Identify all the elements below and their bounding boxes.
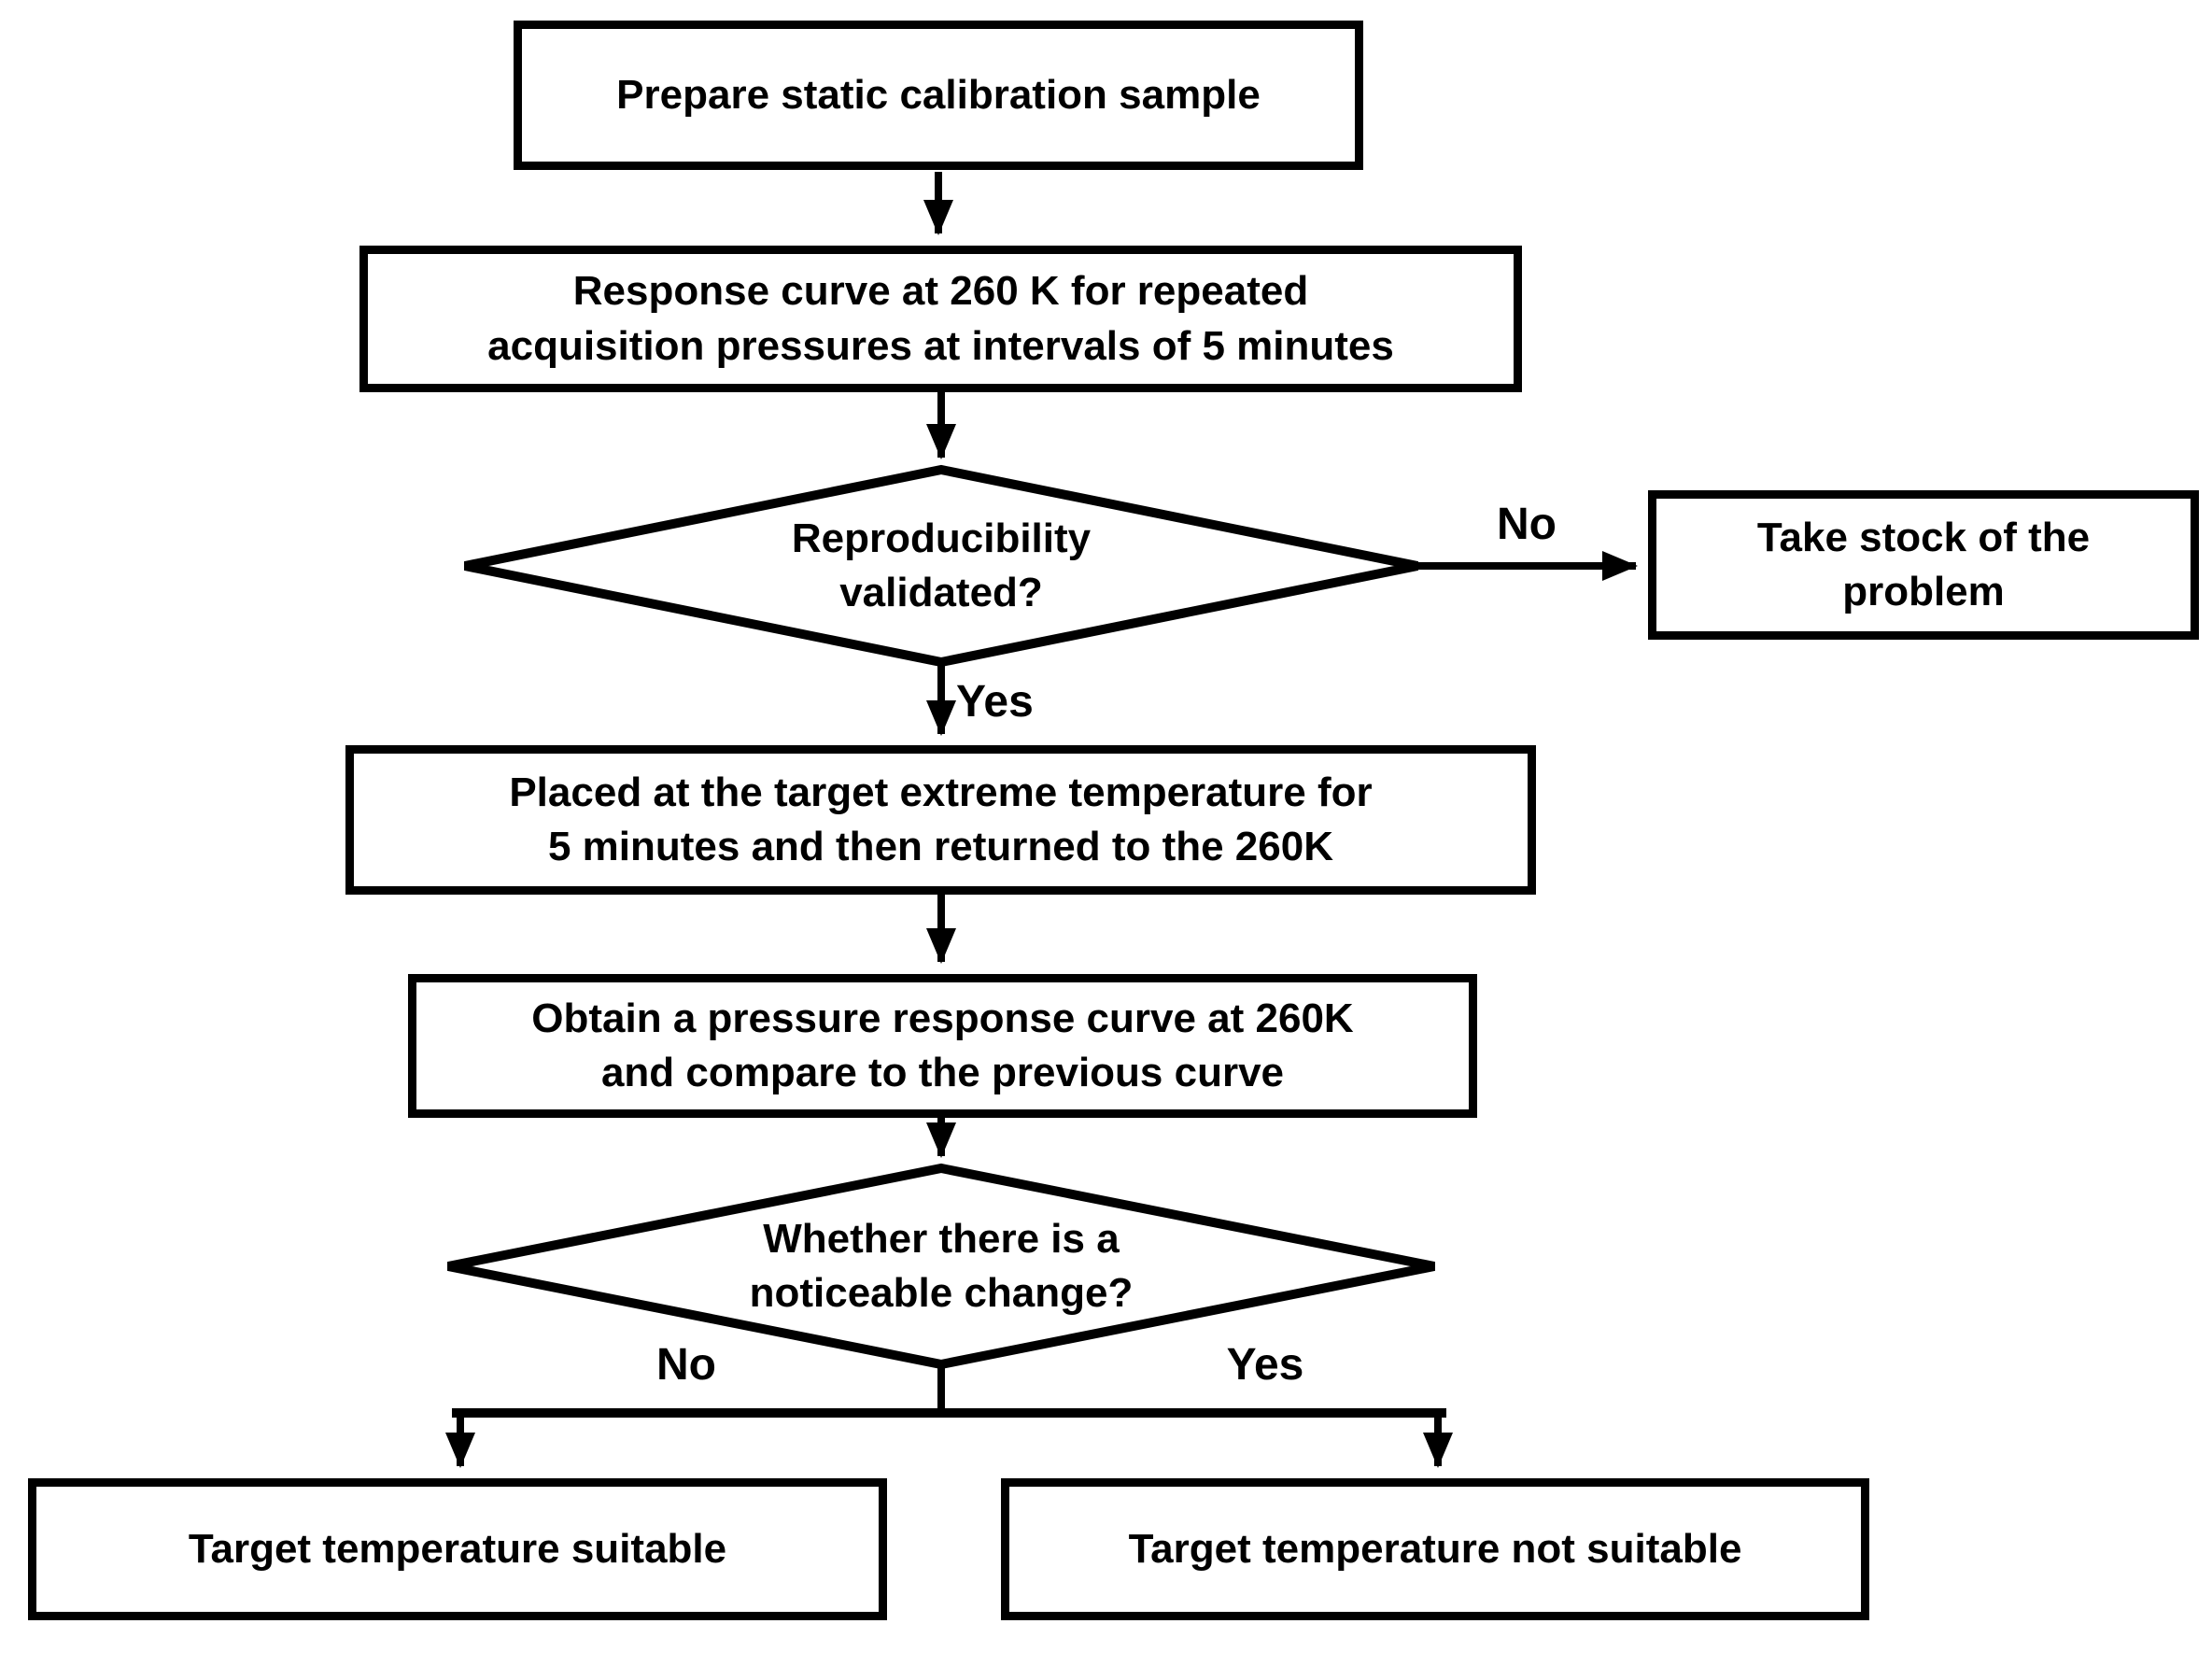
node-prepare-sample: Prepare static calibration sample bbox=[514, 21, 1363, 170]
node-target-not-suitable: Target temperature not suitable bbox=[1001, 1478, 1869, 1620]
node-extreme-temperature: Placed at the target extreme temperature… bbox=[345, 745, 1536, 895]
decision-reproducibility-shape bbox=[464, 464, 1418, 668]
node-target-suitable: Target temperature suitable bbox=[28, 1478, 887, 1620]
edge-label-yes-change: Yes bbox=[1226, 1340, 1304, 1390]
node-take-stock: Take stock of the problem bbox=[1648, 490, 2199, 640]
decision-noticeable-change-shape bbox=[447, 1163, 1435, 1370]
edge-label-no-reproducibility: No bbox=[1497, 500, 1557, 549]
edge-label-no-change: No bbox=[656, 1340, 716, 1390]
edge-label-yes-reproducibility: Yes bbox=[956, 677, 1034, 727]
node-response-curve: Response curve at 260 K for repeated acq… bbox=[359, 246, 1522, 392]
node-obtain-curve: Obtain a pressure response curve at 260K… bbox=[408, 974, 1477, 1118]
